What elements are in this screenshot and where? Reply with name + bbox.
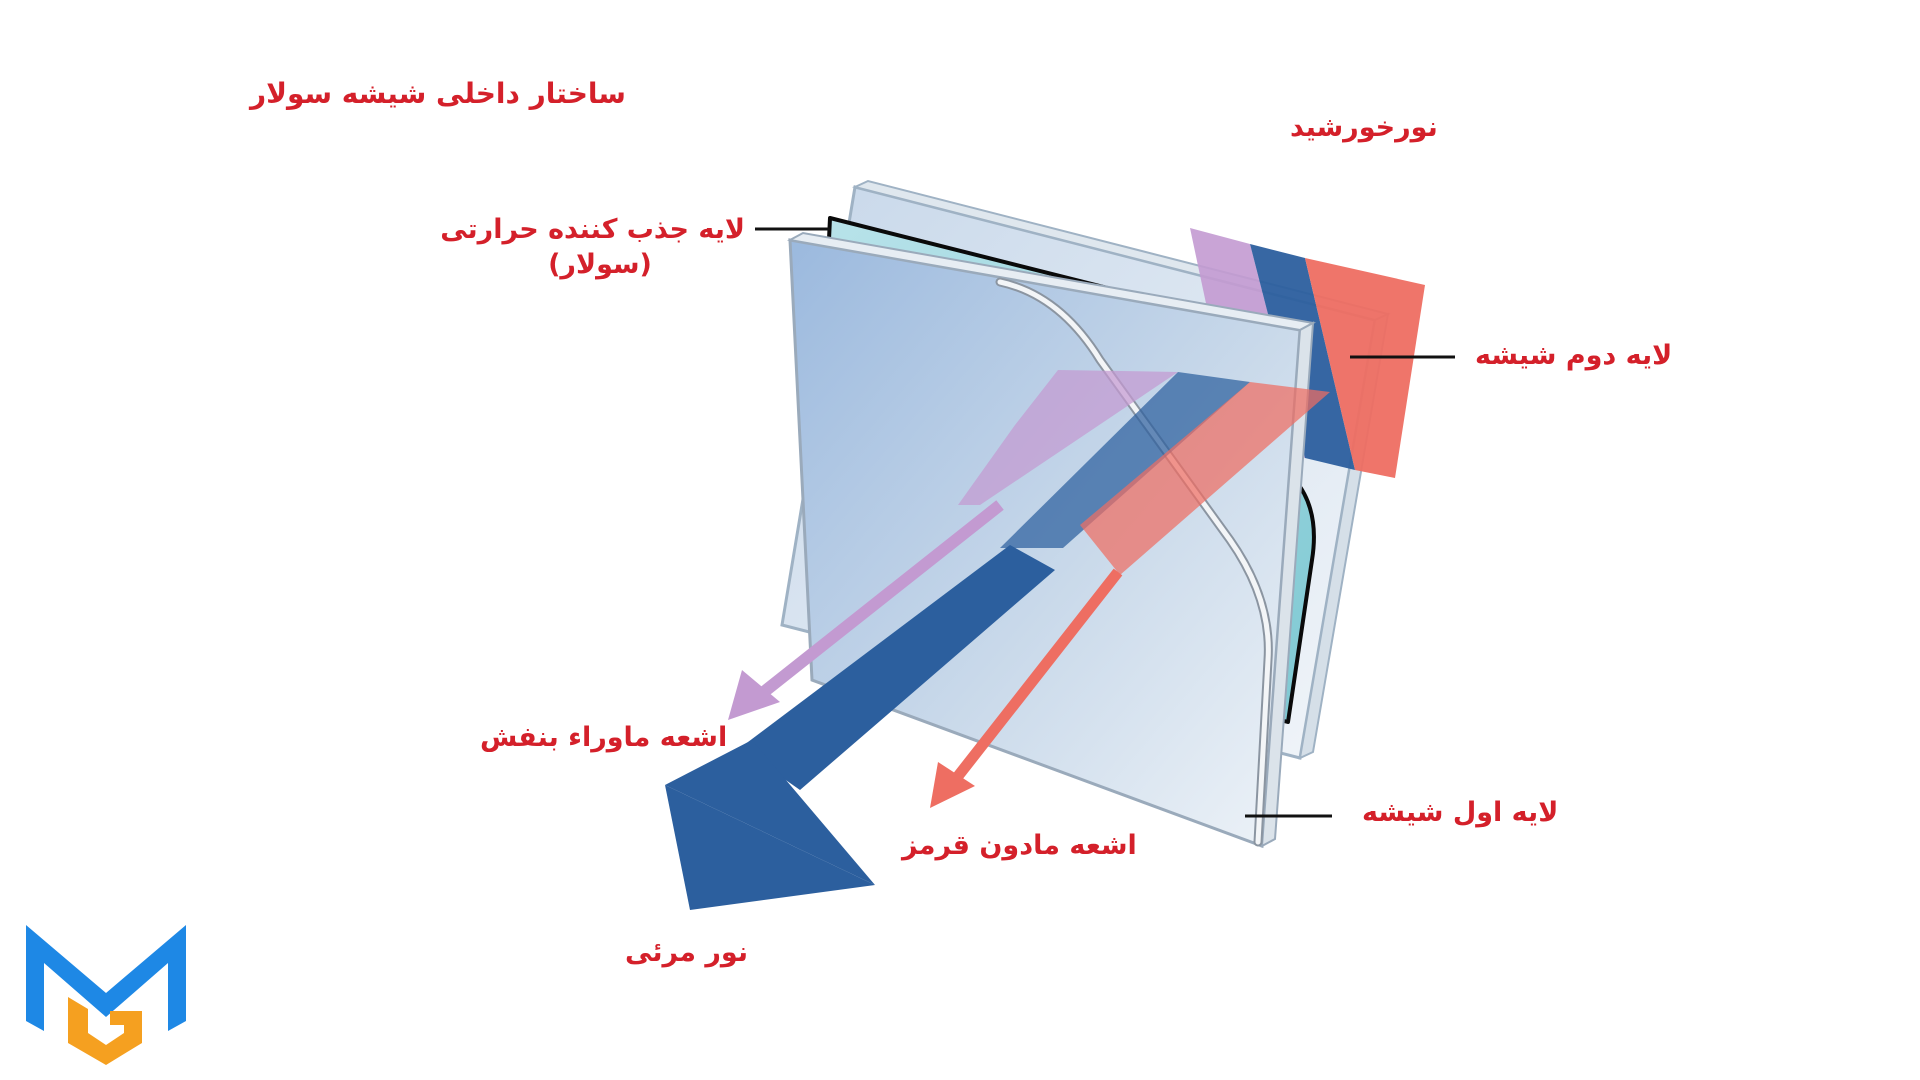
absorber-layer-label-line2: (سولار) xyxy=(548,249,652,281)
ultraviolet-arrow xyxy=(728,500,1004,720)
sunlight-label: نورخورشید xyxy=(1290,112,1438,143)
absorber-layer-label: لایه جذب کننده حرارتی (سولار) xyxy=(440,212,745,282)
diagram-title: ساختار داخلی شیشه سولار xyxy=(250,77,626,110)
beams-through-glass xyxy=(958,370,1330,575)
leader-lines xyxy=(755,227,1455,818)
infrared-label: اشعه مادون قرمز xyxy=(902,830,1137,861)
brand-logo xyxy=(26,925,186,1065)
visible-light-label: نور مرئی xyxy=(625,937,748,968)
visible-light-arrow xyxy=(665,545,1055,910)
second-glass-layer-label: لایه دوم شیشه xyxy=(1475,340,1673,371)
infrared-arrow xyxy=(930,568,1123,808)
first-glass-layer-label: لایه اول شیشه xyxy=(1362,797,1559,828)
ultraviolet-label: اشعه ماوراء بنفش xyxy=(480,722,728,753)
absorber-layer-label-line1: لایه جذب کننده حرارتی xyxy=(440,214,745,245)
